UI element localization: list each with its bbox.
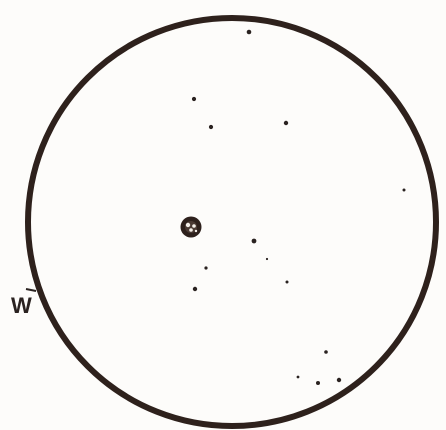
star-left-2 xyxy=(193,287,197,291)
star-center-right xyxy=(252,239,257,244)
star-lower-right-2 xyxy=(297,376,300,379)
field-of-view-circle xyxy=(28,18,436,426)
central-nebula xyxy=(181,217,202,238)
star-field xyxy=(192,30,406,385)
star-upper-left-2 xyxy=(209,125,213,129)
star-upper-left-1 xyxy=(192,97,196,101)
star-center-right-faint xyxy=(266,258,268,260)
star-right-mid xyxy=(286,281,289,284)
star-lower-right-3 xyxy=(316,381,320,385)
west-direction-label: W xyxy=(11,293,32,318)
star-lower-right-4 xyxy=(337,378,341,382)
west-tick-mark xyxy=(26,289,36,291)
star-left-1 xyxy=(204,266,207,269)
star-far-right xyxy=(403,189,406,192)
star-lower-right-1 xyxy=(324,350,328,354)
star-upper-right xyxy=(284,121,288,125)
star-top xyxy=(247,30,252,35)
